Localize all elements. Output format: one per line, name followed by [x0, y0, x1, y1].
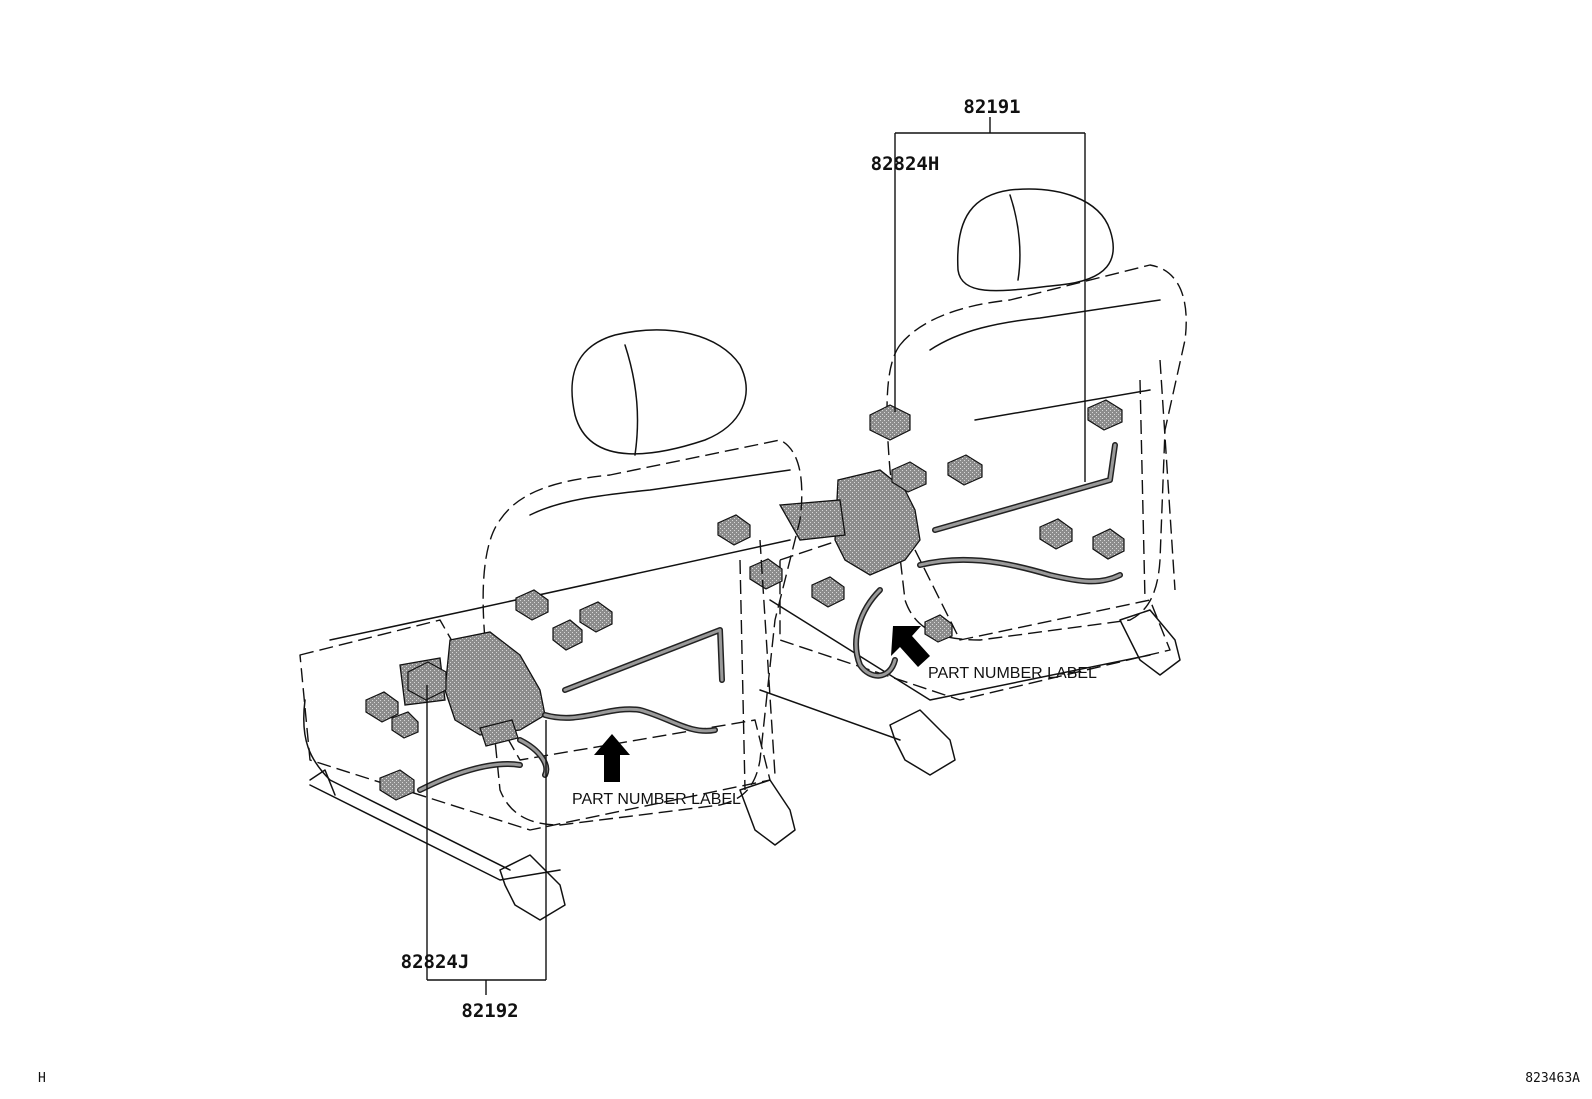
figure-number: 823463A: [1525, 1071, 1580, 1086]
part-number-82824H: 82824H: [871, 153, 940, 175]
left-harness-body: [444, 631, 546, 736]
right-seat-rail-front: [889, 709, 956, 776]
part-number-82191: 82191: [963, 96, 1020, 118]
left-seat: [299, 329, 803, 921]
corner-code-left: H: [38, 1071, 46, 1086]
left-seat-headrest: [571, 329, 747, 455]
part-number-82824J: 82824J: [401, 951, 470, 973]
left-label-arrow: [594, 734, 630, 782]
right-seat: [749, 188, 1187, 776]
part-number-label-right: PART NUMBER LABEL: [928, 665, 1097, 682]
left-seat-back: [482, 439, 803, 826]
part-number-82192: 82192: [461, 1000, 518, 1022]
part-number-label-left: PART NUMBER LABEL: [572, 791, 741, 808]
right-connector-82824H: [869, 404, 911, 441]
right-label-arrow: [891, 626, 930, 667]
right-leader-lines: [894, 117, 1086, 482]
left-connector-82824J: [407, 661, 447, 701]
right-seat-headrest: [956, 188, 1114, 292]
right-seat-back: [886, 264, 1187, 641]
left-leader-lines: [426, 685, 547, 995]
left-seat-rail-front: [499, 854, 566, 921]
